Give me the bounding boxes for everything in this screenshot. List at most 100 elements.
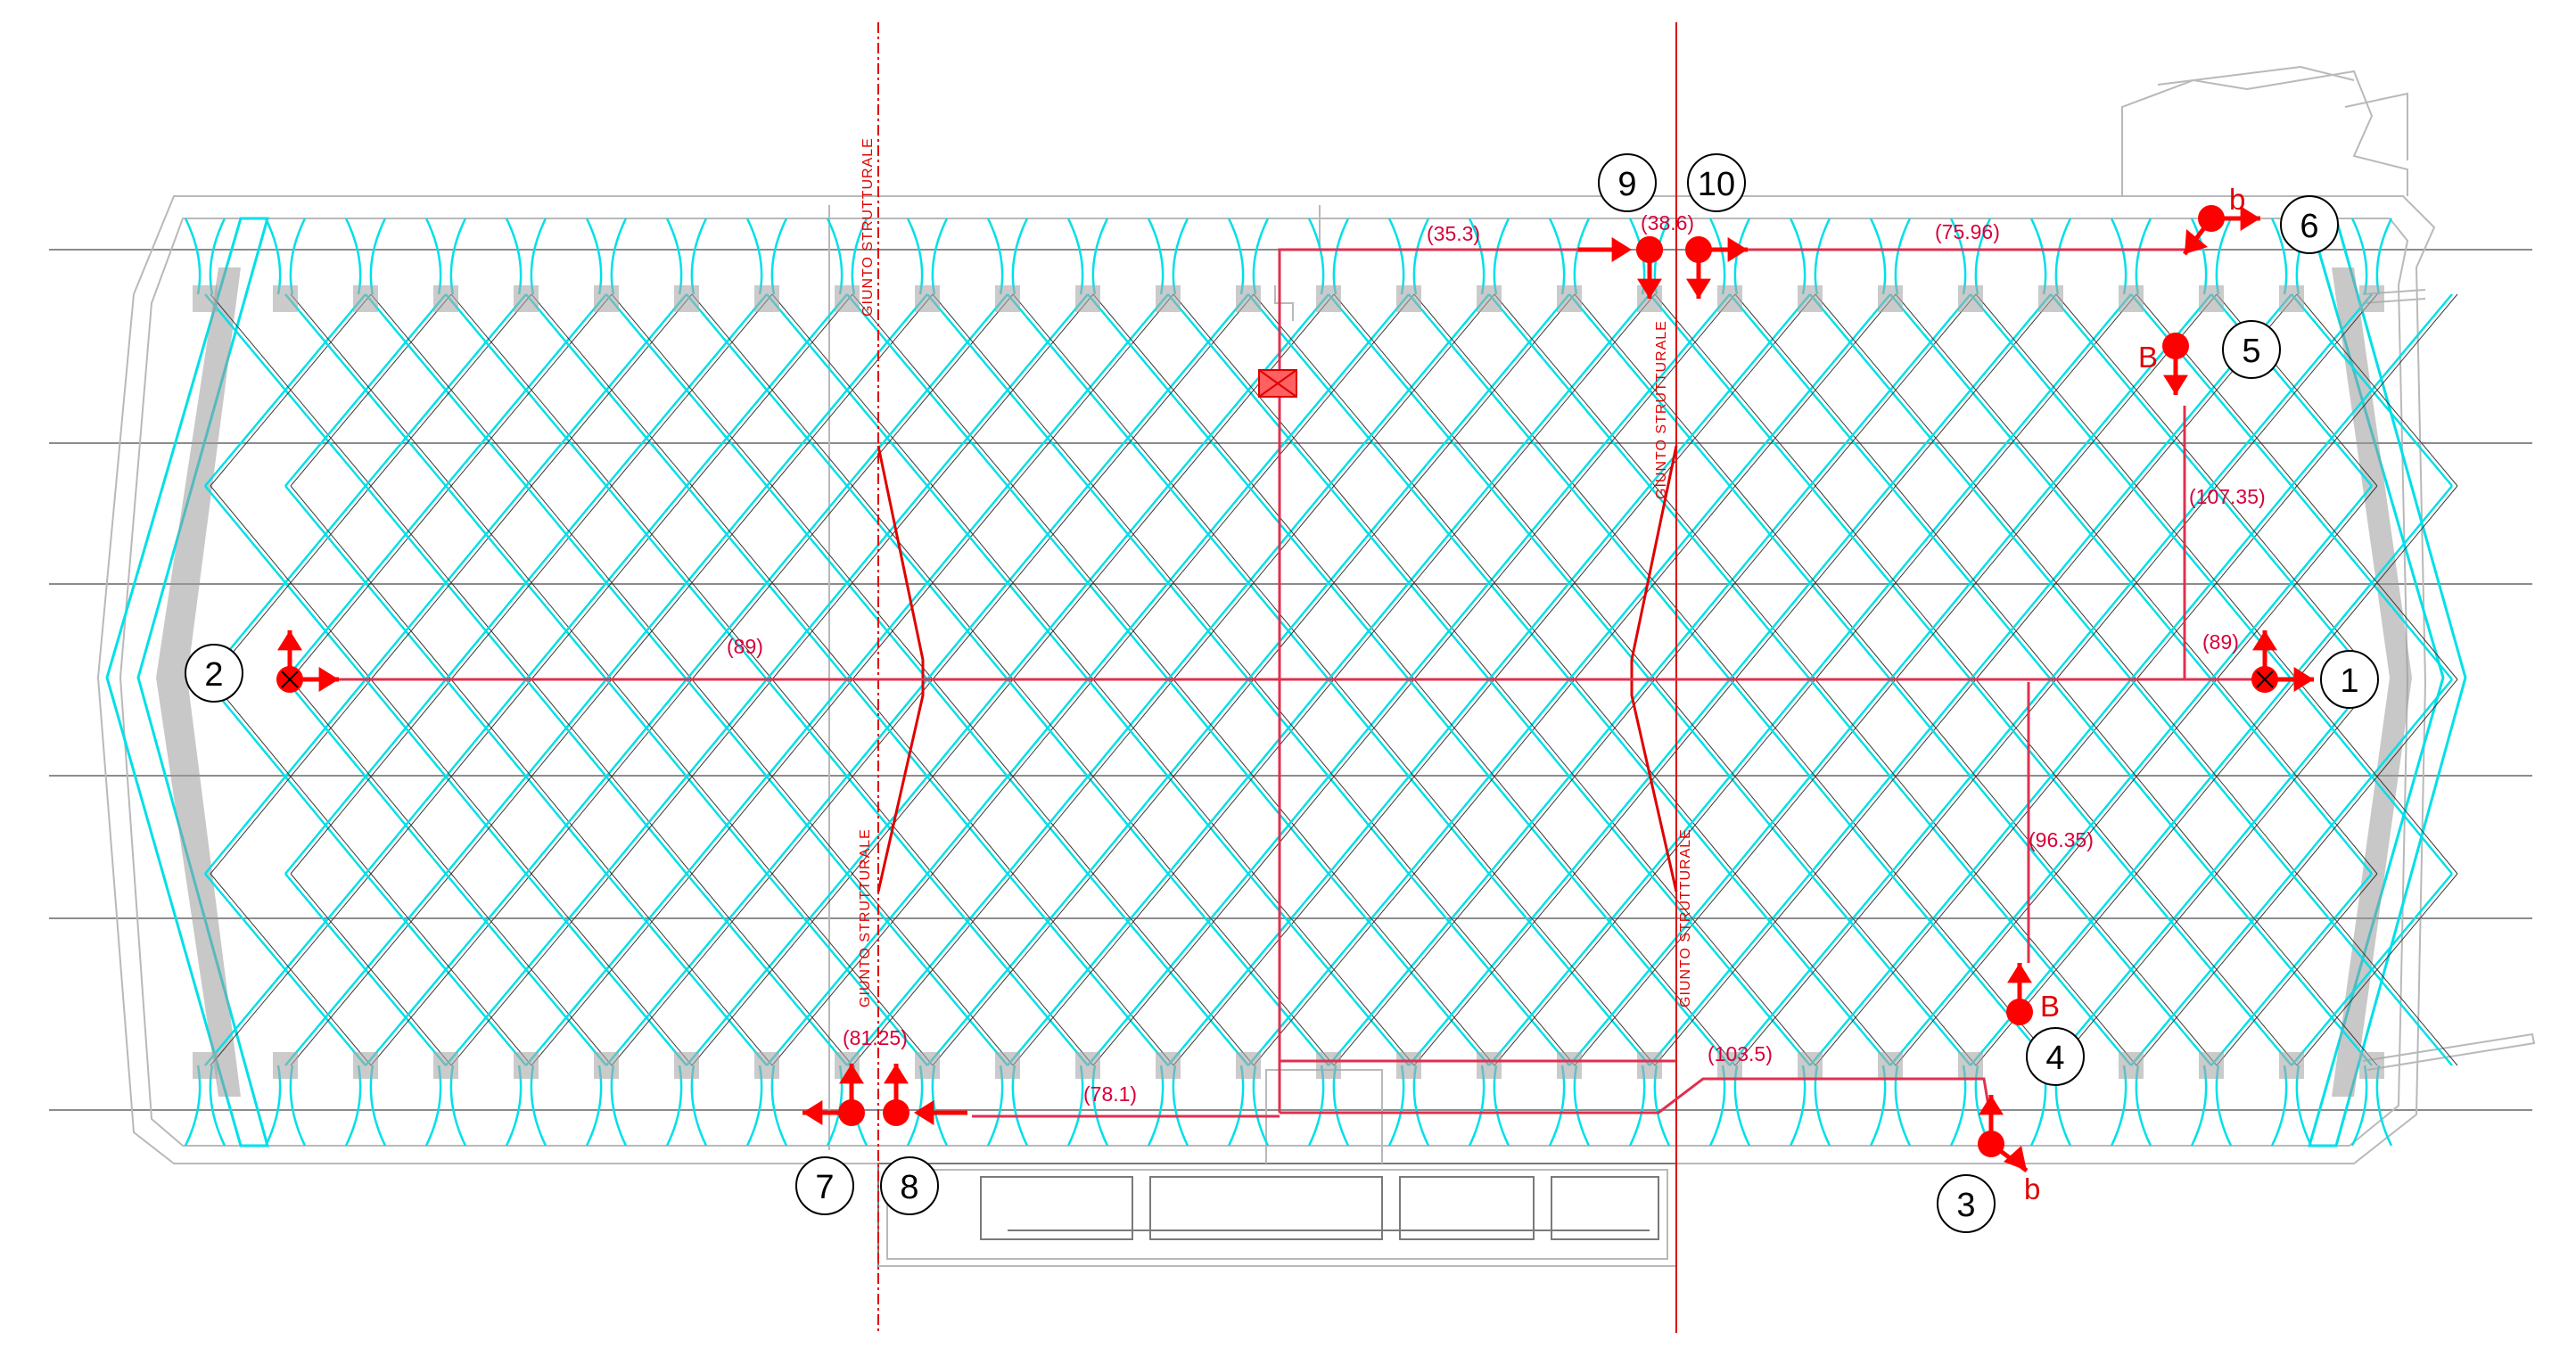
- diagrid-edge: [2055, 873, 2218, 1066]
- joint-label-4: GIUNTO STRUTTURALE: [1678, 828, 1693, 1007]
- arrow-head: [2252, 630, 2277, 651]
- sensor-dot: [1636, 236, 1663, 263]
- diagrid-member: [926, 873, 1089, 1066]
- callout-2: 2: [185, 644, 243, 703]
- arrow-head: [2004, 1146, 2027, 1171]
- column-node-bottom: [1396, 1052, 1421, 1079]
- diagrid-member: [1970, 485, 2132, 680]
- sensor-dot: [883, 1099, 909, 1126]
- column-node-bottom: [915, 1052, 940, 1079]
- callout-5-number: 5: [2242, 333, 2260, 370]
- sensor-point-9b: [1636, 236, 1663, 263]
- point-3-letter: b: [2024, 1172, 2040, 1205]
- diagrid-edge: [691, 873, 853, 1066]
- diagrid-edge: [1413, 678, 1576, 875]
- column-node-bottom: [1958, 1052, 1983, 1079]
- dim-35-3: (35.3): [1427, 222, 1480, 245]
- diagrid-edge: [1092, 485, 1255, 680]
- diagrid-member: [1970, 873, 2132, 1066]
- diagrid-edge: [2296, 873, 2458, 1066]
- diagrid-member: [284, 678, 447, 875]
- column-node-top: [1477, 285, 1502, 312]
- column-node-bottom: [674, 1052, 699, 1079]
- diagrid-edge: [2136, 293, 2298, 487]
- column-node-bottom: [1557, 1052, 1582, 1079]
- column-node-bottom: [2199, 1052, 2224, 1079]
- diagrid-edge: [1574, 873, 1736, 1066]
- column-head-top: [1387, 218, 1430, 295]
- callout-9: 9: [1598, 153, 1657, 212]
- diagrid-edge: [1173, 485, 1335, 680]
- arrow-head: [2185, 229, 2208, 254]
- diagrid-edge: [370, 678, 532, 875]
- sensor-dot: [2006, 999, 2033, 1025]
- diagrid-member: [1568, 293, 1731, 487]
- diagrid-edge: [1413, 873, 1576, 1066]
- diagrid-member: [1247, 873, 1410, 1066]
- diagrid-member: [445, 678, 607, 875]
- diagrid-edge: [1333, 873, 1495, 1066]
- column-node-top: [1236, 285, 1261, 312]
- diagrid-member: [1729, 873, 1891, 1066]
- callout-7: 7: [795, 1156, 854, 1215]
- sensor-point-5: [2162, 333, 2189, 395]
- diagrid-member: [284, 485, 447, 680]
- cross-mark: [2256, 670, 2274, 688]
- point-4-letter: B: [2040, 990, 2060, 1023]
- diagrid-member: [365, 873, 527, 1066]
- diagrid-member: [1729, 485, 1891, 680]
- dimension-labels: (89) (89) (35.3) (38.6) (75.96) (107.35)…: [727, 211, 2266, 1106]
- arrow-head: [318, 667, 339, 692]
- callout-3-number: 3: [1956, 1187, 1975, 1224]
- diagrid-edge: [1574, 678, 1736, 875]
- sensor-point-4: [2006, 963, 2033, 1025]
- callout-1-number: 1: [2340, 662, 2358, 700]
- diagrid-member: [1568, 873, 1731, 1066]
- diagrid-edge: [1333, 485, 1495, 680]
- diagrid-member: [525, 485, 687, 680]
- diagrid-edge: [611, 678, 773, 875]
- callout-4: 4: [2026, 1027, 2085, 1086]
- diagrid-member: [2210, 293, 2373, 487]
- arrow-head: [1637, 278, 1662, 299]
- diagrid-edge: [210, 873, 372, 1066]
- diagrid-member: [365, 485, 527, 680]
- diagrid-member: [2050, 678, 2212, 875]
- diagrid-edge: [1815, 293, 1977, 487]
- diagrid-member: [686, 293, 848, 487]
- callout-4-number: 4: [2045, 1040, 2064, 1077]
- diagrid-edge: [1012, 485, 1174, 680]
- diagrid-edge: [1413, 293, 1576, 487]
- sensor-dot: [2198, 205, 2225, 232]
- diagrid-edge: [290, 678, 452, 875]
- sensor-point-3: [1978, 1095, 2029, 1172]
- diagrid-member: [365, 678, 527, 875]
- diagrid-edge: [1494, 678, 1656, 875]
- diagrid-edge: [1734, 873, 1897, 1066]
- point-5-letter: B: [2138, 341, 2158, 374]
- building-outline: [96, 65, 2536, 1267]
- diagrid-member: [1328, 485, 1490, 680]
- column-head-top: [424, 218, 467, 295]
- diagrid-edge: [1333, 678, 1495, 875]
- diagrid-member: [1488, 485, 1650, 680]
- arrow-head: [1979, 1095, 2004, 1115]
- dim-96-35: (96.35): [2029, 828, 2094, 851]
- diagrid-edge: [370, 293, 532, 487]
- diagrid-edge: [2136, 873, 2298, 1066]
- diagrid-member: [365, 293, 527, 487]
- column-node-top: [674, 285, 699, 312]
- column-node-top: [2038, 285, 2063, 312]
- diagrid-edge: [370, 485, 532, 680]
- column-node-top: [1878, 285, 1903, 312]
- column-node-top: [1717, 285, 1742, 312]
- callout-1: 1: [2320, 650, 2379, 709]
- arrow-head: [1686, 278, 1711, 299]
- point-letters: b B B b: [2024, 183, 2245, 1205]
- diagrid-edge: [1975, 678, 2137, 875]
- diagrid-member: [1007, 485, 1169, 680]
- column-head-top: [665, 218, 708, 295]
- junction-box: [1258, 369, 1297, 398]
- diagrid-edge: [1092, 873, 1255, 1066]
- diagrid-edge: [290, 293, 452, 487]
